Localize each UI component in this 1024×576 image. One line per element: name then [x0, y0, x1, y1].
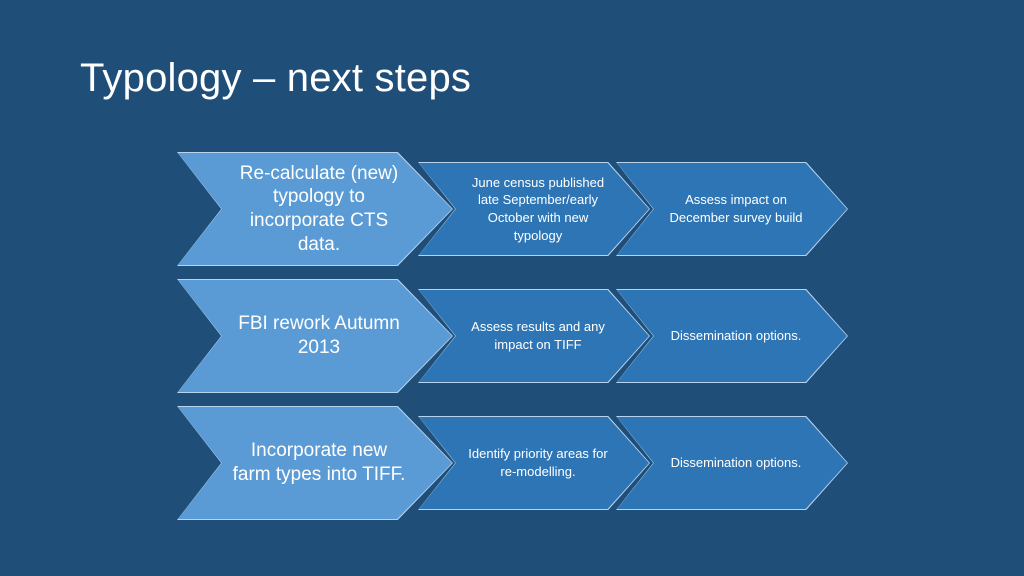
row1-lead-chevron: Re-calculate (new) typology to incorpora…	[178, 153, 452, 265]
row3-step1-text: Identify priority areas for re-modelling…	[468, 446, 608, 479]
row1-step2-chevron: Assess impact on December survey build	[617, 163, 847, 255]
row3-lead-text: Incorporate new farm types into TIFF.	[232, 440, 406, 485]
row3-step2-text: Dissemination options.	[670, 455, 802, 471]
row2-step1-chevron: Assess results and any impact on TIFF	[419, 290, 649, 382]
row1-step1-text: June census published late September/ear…	[471, 174, 605, 243]
row1-lead-text: Re-calculate (new) typology to incorpora…	[239, 162, 399, 255]
slide-title: Typology – next steps	[80, 56, 472, 100]
row1-step2-text: Assess impact on December survey build	[669, 192, 803, 225]
row2-step2-chevron: Dissemination options.	[617, 290, 847, 382]
row1-step1-chevron: June census published late September/ear…	[419, 163, 649, 255]
row3-step2-chevron: Dissemination options.	[617, 417, 847, 509]
row2-step2-text: Dissemination options.	[670, 328, 802, 344]
row2-step1-text: Assess results and any impact on TIFF	[471, 319, 605, 352]
row3-lead-chevron: Incorporate new farm types into TIFF.	[178, 407, 452, 519]
row3-step1-chevron: Identify priority areas for re-modelling…	[419, 417, 649, 509]
row2-lead-text: FBI rework Autumn 2013	[238, 313, 400, 358]
row2-lead-chevron: FBI rework Autumn 2013	[178, 280, 452, 392]
